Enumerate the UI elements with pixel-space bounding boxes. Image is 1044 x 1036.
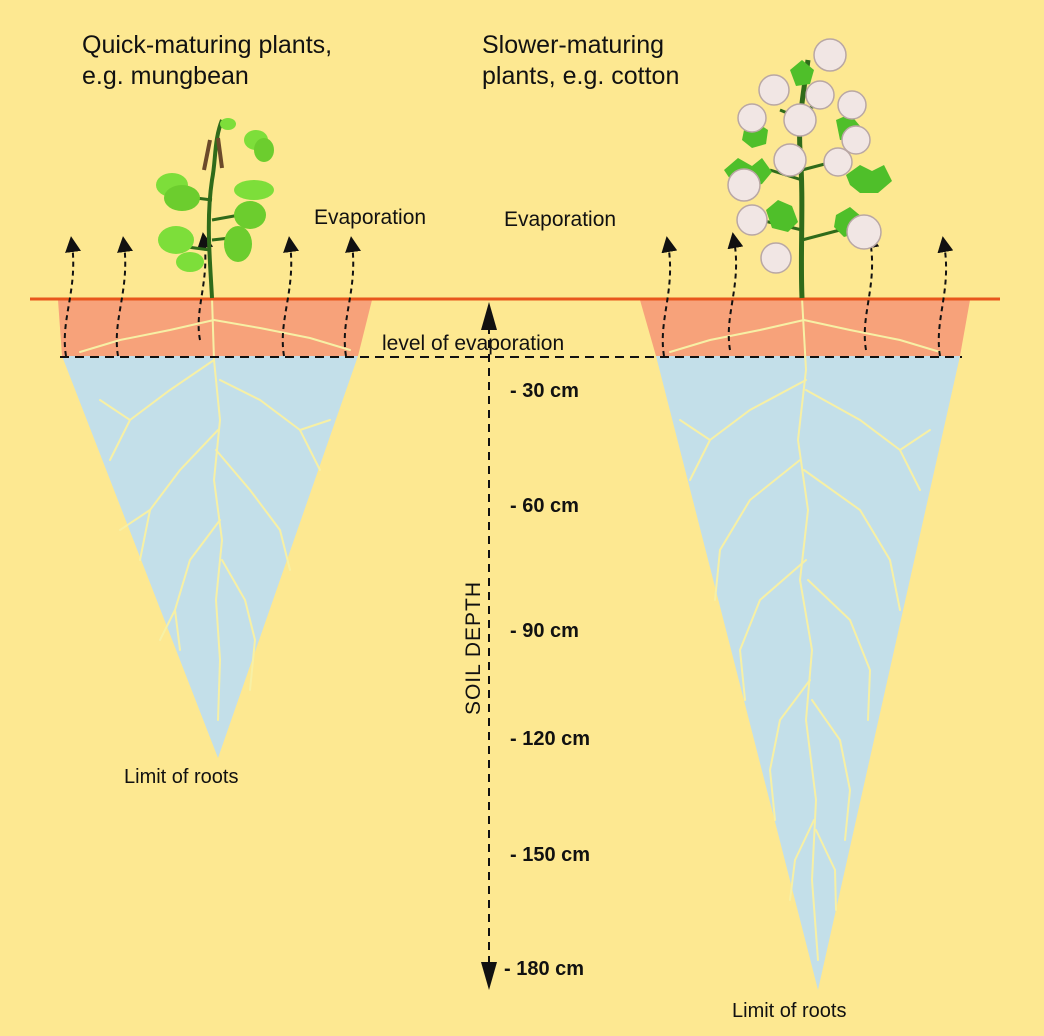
- limit-of-roots-right: Limit of roots: [732, 1000, 847, 1022]
- heading-quick-line-1: Quick-maturing plants,: [82, 31, 333, 59]
- roots-left: [79, 297, 351, 721]
- soil-depth-arrow-up: [481, 302, 497, 330]
- root-zone-right: [656, 356, 960, 990]
- evaporation-label-right: Evaporation: [504, 208, 617, 231]
- evaporation-zone-right: [640, 300, 970, 356]
- heading-slower-maturing: Slower-maturing plants, e.g. cotton: [482, 30, 679, 92]
- depth-mark-30: - 30 cm: [510, 380, 579, 402]
- evaporation-arrows-right: [661, 232, 954, 357]
- evaporation-arrows-left: [63, 232, 361, 357]
- limit-of-roots-left: Limit of roots: [124, 766, 239, 788]
- depth-mark-180: - 180 cm: [504, 958, 585, 980]
- cotton-plant-icon: [724, 38, 892, 299]
- roots-right: [669, 297, 941, 961]
- heading-slow-line-2: plants, e.g. cotton: [482, 62, 680, 90]
- soil-depth-arrow-down: [481, 962, 497, 990]
- depth-mark-150: - 150 cm: [510, 844, 591, 866]
- depth-mark-60: - 60 cm: [510, 495, 579, 517]
- evaporation-label-left: Evaporation: [314, 206, 427, 229]
- heading-slow-line-1: Slower-maturing: [482, 31, 665, 59]
- depth-mark-120: - 120 cm: [510, 728, 591, 750]
- heading-quick-maturing: Quick-maturing plants, e.g. mungbean: [82, 30, 332, 92]
- soil-depth-label: SOIL DEPTH: [462, 580, 485, 716]
- heading-quick-line-2: e.g. mungbean: [82, 62, 249, 90]
- evaporation-zone-left: [58, 300, 372, 356]
- level-of-evaporation-label: level of evaporation: [382, 332, 565, 355]
- depth-mark-90: - 90 cm: [510, 620, 579, 642]
- mungbean-plant-icon: [156, 118, 274, 299]
- root-zone-left: [62, 356, 358, 758]
